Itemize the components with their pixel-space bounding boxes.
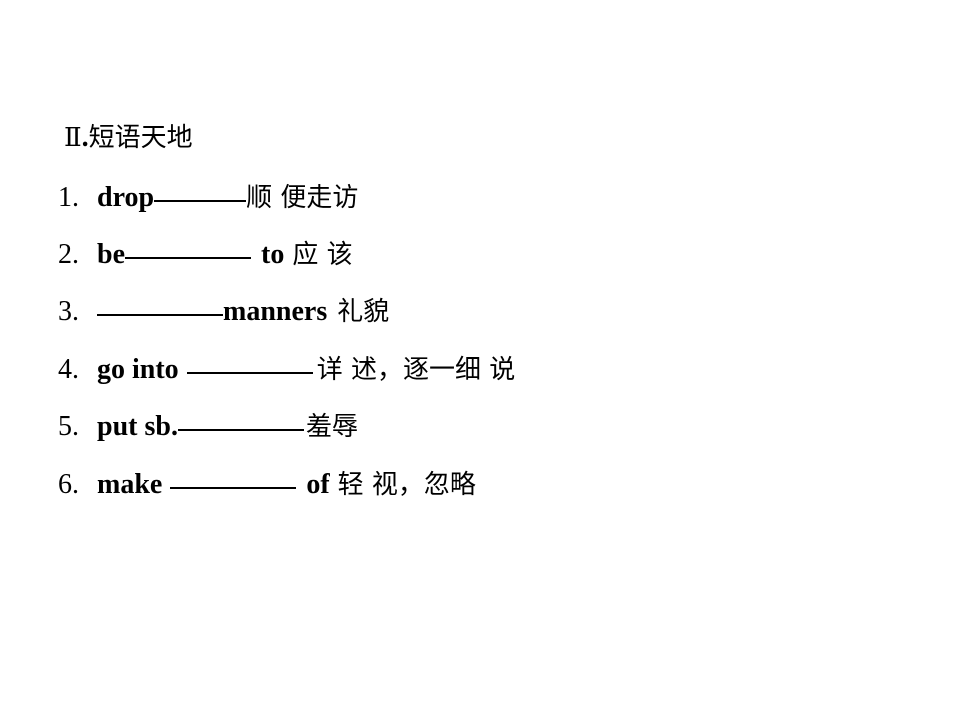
phrase-before: put sb.	[97, 411, 178, 442]
item-dot: .	[72, 411, 79, 442]
section-number: Ⅱ	[64, 123, 82, 153]
answer-blank[interactable]	[125, 229, 251, 259]
item-dot: .	[72, 239, 79, 270]
answer-blank[interactable]	[177, 401, 304, 431]
phrase-before: make	[97, 469, 163, 500]
item-number: 5	[58, 411, 72, 442]
item-number: 4	[58, 354, 72, 385]
phrase-item-1: 1. drop 顺 便走访	[58, 176, 358, 216]
phrase-after: manners	[223, 296, 328, 327]
phrase-after: to	[261, 239, 285, 270]
phrase-meaning: 详 述，逐一细 说	[316, 355, 516, 385]
phrase-meaning: 礼貌	[337, 297, 390, 327]
phrase-before: be	[97, 239, 125, 270]
section-title: 短语天地	[88, 123, 193, 153]
phrase-before: go into	[97, 354, 179, 385]
item-number: 6	[58, 469, 72, 500]
phrase-after: of	[306, 469, 330, 500]
phrase-item-4: 4. go into 详 述，逐一细 说	[58, 348, 515, 388]
phrase-item-3: 3. manners 礼貌	[58, 290, 389, 330]
phrase-meaning: 轻 视，忽略	[337, 470, 476, 500]
phrase-meaning: 应 该	[292, 240, 353, 270]
item-dot: .	[72, 296, 79, 327]
phrase-meaning: 顺 便走访	[246, 183, 359, 213]
phrase-item-5: 5. put sb. 羞辱	[58, 405, 358, 445]
answer-blank[interactable]	[170, 459, 297, 489]
item-dot: .	[72, 182, 79, 213]
answer-blank[interactable]	[186, 344, 313, 374]
answer-blank[interactable]	[154, 172, 247, 202]
item-number: 3	[58, 296, 72, 327]
section-heading: Ⅱ.短语天地	[64, 118, 193, 158]
section-dot: .	[81, 122, 89, 153]
phrase-meaning: 羞辱	[305, 412, 358, 442]
item-number: 1	[58, 182, 72, 213]
answer-blank[interactable]	[97, 286, 223, 316]
item-dot: .	[72, 354, 79, 385]
item-number: 2	[58, 239, 72, 270]
phrase-before: drop	[97, 182, 155, 213]
item-dot: .	[72, 469, 79, 500]
